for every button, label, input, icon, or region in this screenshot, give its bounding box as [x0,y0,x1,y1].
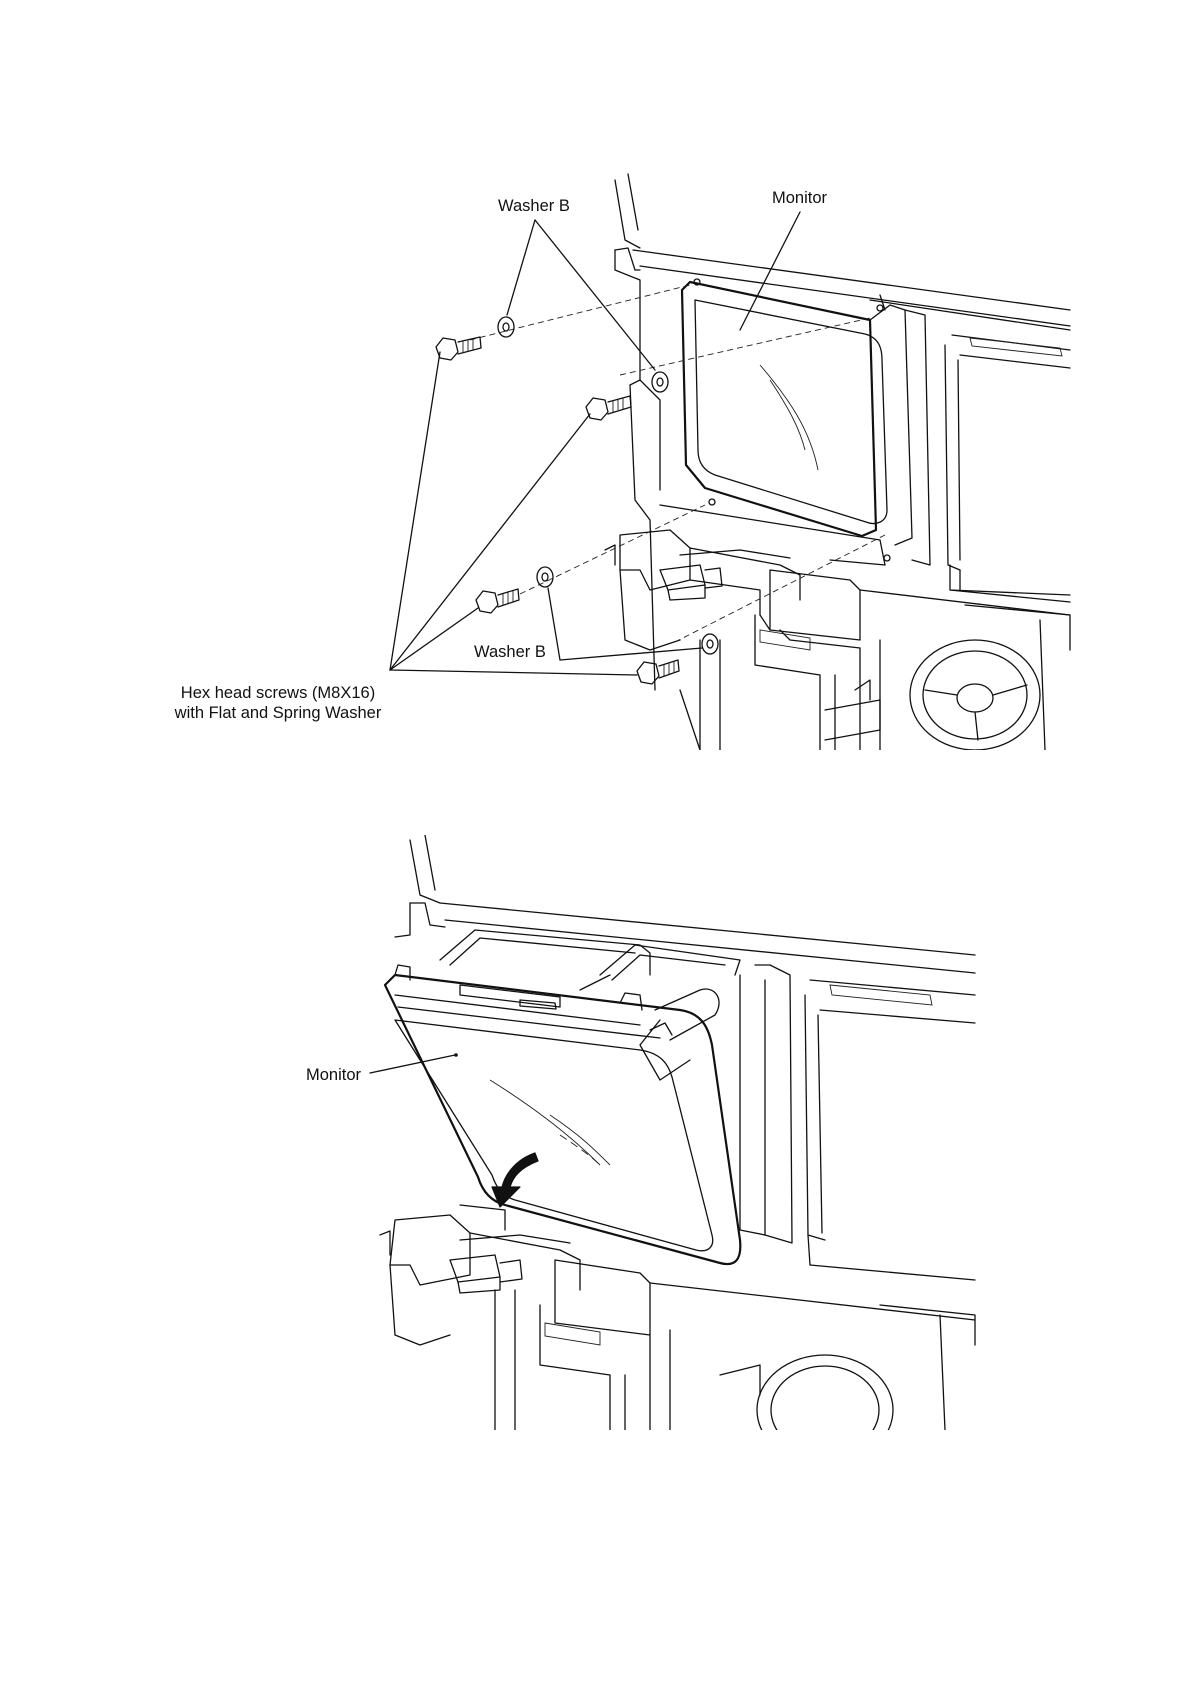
label-washer-b-bottom: Washer B [474,642,546,662]
cabinet-drawing-bottom [0,835,1190,1430]
figure-bottom-monitor-tilt: Monitor [0,835,1190,1430]
curved-arrow-down-icon [492,1153,538,1207]
hex-screw-1 [436,337,481,360]
washer-b-4 [702,634,718,654]
washer-b-3 [537,567,553,587]
label-hex-screws-line1: Hex head screws (M8X16) [168,683,388,703]
washer-b-1 [498,317,514,337]
hex-screw-2 [586,396,631,420]
washer-b-2 [652,372,668,392]
cabinet-drawing-top [0,170,1190,750]
label-monitor-top: Monitor [772,188,827,208]
label-hex-screws-line2: with Flat and Spring Washer [168,703,388,723]
label-monitor-bottom: Monitor [306,1065,361,1085]
hex-screw-4 [637,660,679,684]
label-washer-b-top: Washer B [498,196,570,216]
figure-top-monitor-screws: Washer B Monitor Washer B Hex head screw… [0,170,1190,750]
hex-screw-3 [476,589,519,613]
